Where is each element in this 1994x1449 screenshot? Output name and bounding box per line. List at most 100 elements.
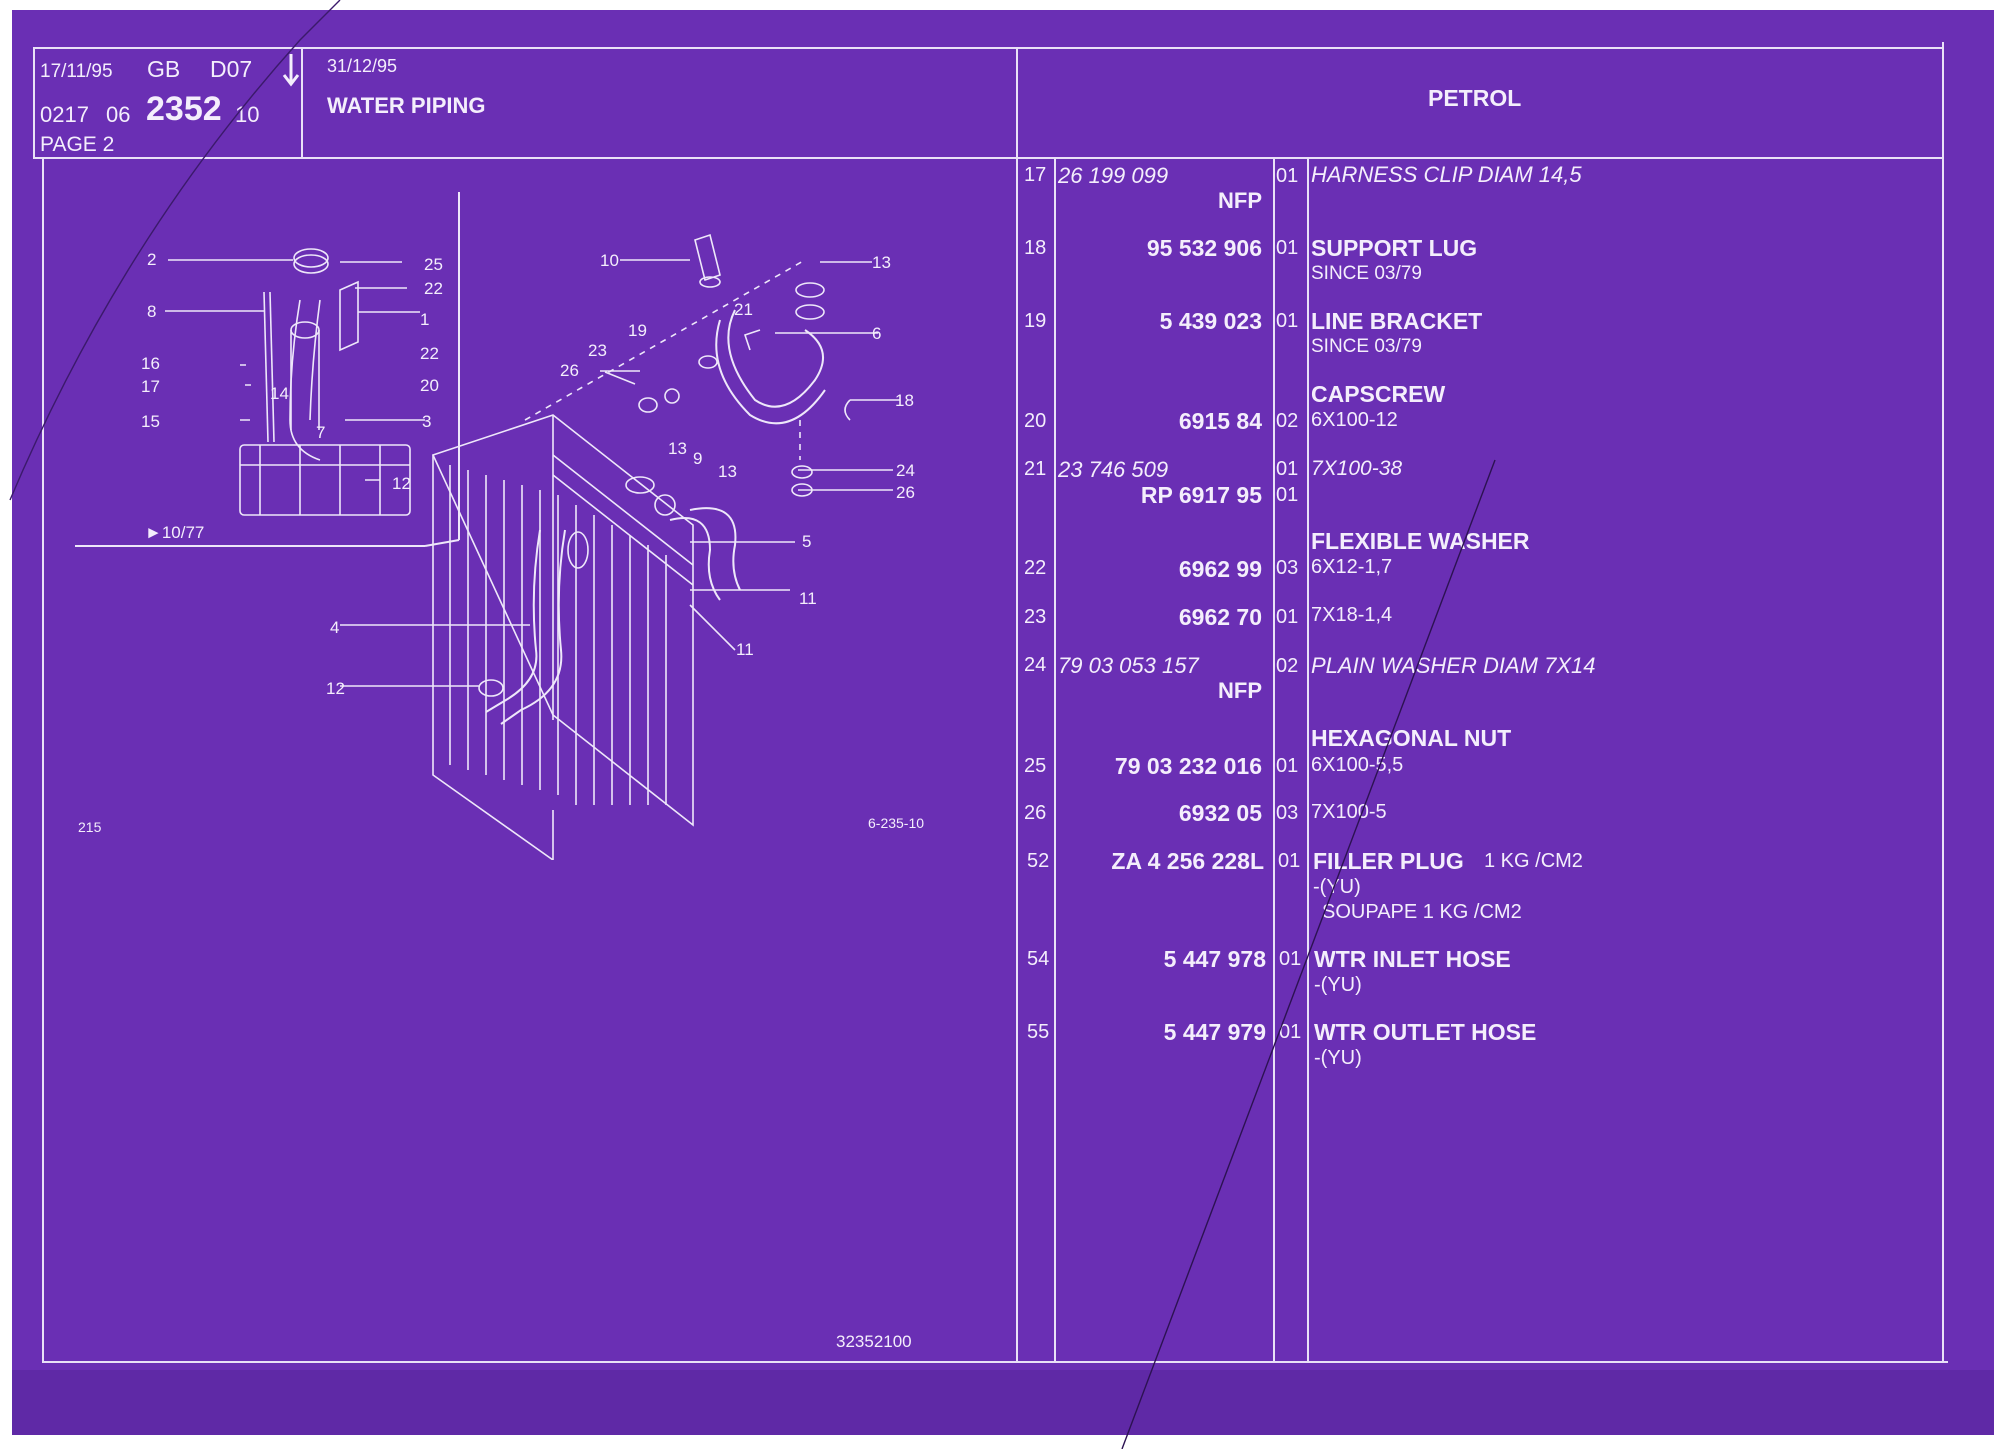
callout-11: 11: [799, 589, 817, 608]
update-date: 31/12/95: [327, 56, 398, 76]
part-spec: -(YU): [1313, 876, 1361, 898]
frame-left-lower: [42, 158, 44, 1363]
part-name: HARNESS CLIP DIAM 14,5: [1311, 162, 1582, 187]
part-number: 26 199 099: [1058, 163, 1169, 188]
quantity: 03: [1276, 557, 1299, 579]
callout-21: 21: [734, 300, 753, 319]
quantity: 01: [1276, 458, 1299, 480]
callout-24: 24: [896, 461, 915, 480]
callout-22: 22: [424, 279, 443, 298]
doc-code: D07: [210, 56, 253, 82]
item-number: 26: [1024, 802, 1047, 824]
frame-top: [33, 47, 1944, 49]
date-marker: ►10/77: [145, 523, 205, 542]
part-name: PLAIN WASHER DIAM 7X14: [1311, 653, 1596, 678]
quantity: 01: [1279, 1021, 1302, 1043]
part-name: WTR INLET HOSE: [1314, 946, 1511, 972]
parts-sheet: [12, 10, 1994, 1435]
page-label: PAGE 2: [40, 133, 115, 156]
item-number: 17: [1024, 164, 1047, 186]
part-spec: 6X100-12: [1311, 409, 1398, 431]
callout-23: 23: [588, 341, 607, 360]
callout-15: 15: [141, 412, 160, 431]
item-number: 22: [1024, 557, 1047, 579]
item-number: 21: [1024, 458, 1047, 480]
part-spec: 7X100-38: [1311, 457, 1403, 480]
part-spec: SINCE 03/79: [1311, 336, 1422, 357]
quantity: 03: [1276, 802, 1299, 824]
ref-prefix: 0217: [40, 102, 89, 127]
header-divider: [33, 157, 1944, 159]
callout-22b: 22: [420, 344, 439, 363]
part-spec: 7X100-5: [1311, 801, 1387, 823]
page-title: WATER PIPING: [327, 93, 486, 118]
callout-1: 1: [420, 310, 430, 329]
callout-5: 5: [802, 532, 812, 551]
ref-group: 06: [106, 102, 131, 127]
issue-date: 17/11/95: [40, 61, 113, 82]
exploded-view-drawing: [75, 192, 900, 860]
quantity: 01: [1276, 606, 1299, 628]
part-number: 6932 05: [1178, 800, 1262, 826]
part-spec: -(YU): [1314, 974, 1362, 996]
item-number: 23: [1024, 606, 1047, 628]
part-name: LINE BRACKET: [1311, 308, 1483, 334]
quantity: 01: [1279, 948, 1302, 970]
callout-19: 19: [628, 321, 647, 340]
variant-title: PETROL: [1428, 85, 1522, 111]
part-number: 23 746 509: [1058, 457, 1169, 482]
callout-12b: 12: [326, 679, 345, 698]
part-group-heading: HEXAGONAL NUT: [1311, 725, 1512, 751]
callout-10: 10: [600, 251, 619, 270]
frame-left: [33, 47, 35, 159]
part-spec-secondary: SOUPAPE 1 KG /CM2: [1322, 901, 1522, 923]
frame-bottom: [43, 1361, 1948, 1363]
callout-25: 25: [424, 255, 443, 274]
part-number: 95 532 906: [1146, 235, 1262, 261]
callout-16: 16: [141, 354, 160, 373]
plate-number-left: 215: [78, 819, 102, 835]
part-number: 6962 70: [1178, 604, 1262, 630]
replacement-part-number: RP 6917 95: [1140, 482, 1262, 508]
col-divider-qty: [1307, 157, 1309, 1362]
item-number: 25: [1024, 755, 1047, 777]
callout-4: 4: [330, 618, 340, 637]
callout-13c: 13: [718, 462, 737, 481]
part-spec: -(YU): [1314, 1047, 1362, 1069]
item-number: 18: [1024, 237, 1047, 259]
part-number: 79 03 232 016: [1114, 753, 1262, 779]
callout-8: 8: [147, 302, 157, 321]
quantity: 01: [1278, 850, 1301, 872]
callout-12: 12: [392, 474, 411, 493]
part-number: 6915 84: [1178, 408, 1262, 434]
down-arrow-icon: [282, 54, 300, 87]
callout-9: 9: [693, 449, 703, 468]
part-group-heading: CAPSCREW: [1311, 381, 1446, 407]
callout-13: 13: [872, 253, 891, 272]
callout-14: 14: [270, 384, 289, 403]
part-spec: 6X100-5,5: [1311, 754, 1404, 776]
part-name: WTR OUTLET HOSE: [1314, 1019, 1537, 1045]
col-divider-part: [1273, 157, 1275, 1362]
item-number: 19: [1024, 310, 1047, 332]
part-spec: SINCE 03/79: [1311, 263, 1422, 284]
part-number: 79 03 053 157: [1058, 653, 1199, 678]
part-name: FILLER PLUG: [1313, 848, 1464, 874]
item-number: 24: [1024, 654, 1047, 676]
quantity: 01: [1276, 310, 1299, 332]
replacement-quantity: 01: [1276, 484, 1299, 506]
footer-code: 32352100: [836, 1332, 912, 1351]
part-note: NFP: [1218, 188, 1262, 213]
part-note: NFP: [1218, 678, 1262, 703]
part-number: 6962 99: [1178, 556, 1262, 582]
ref-number: 2352: [146, 90, 222, 128]
item-number: 20: [1024, 410, 1047, 432]
header-code-divider: [301, 47, 303, 158]
part-number: 5 439 023: [1159, 308, 1262, 334]
item-number: 52: [1027, 850, 1050, 872]
callout-11b: 11: [736, 640, 754, 659]
part-spec: 7X18-1,4: [1311, 604, 1393, 626]
part-number: ZA 4 256 228L: [1111, 848, 1264, 874]
country-code: GB: [147, 56, 181, 82]
quantity: 01: [1276, 755, 1299, 777]
